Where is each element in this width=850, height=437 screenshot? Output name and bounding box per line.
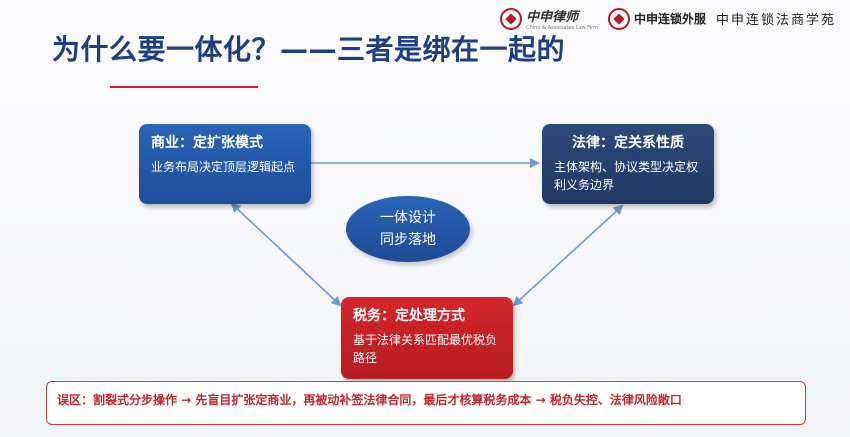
logo-zhongshen-chain: 中申连锁外服 <box>607 7 706 30</box>
arrow-commerce-tax <box>230 202 342 307</box>
center-oval: 一体设计 同步落地 <box>346 196 470 262</box>
center-line-1: 一体设计 <box>380 210 436 226</box>
tax-box-heading: 税务：定处理方式 <box>353 308 465 324</box>
law-box-heading: 法律：定关系性质 <box>572 135 684 151</box>
logo-lawyer-name: 中申律师 <box>526 10 579 25</box>
center-line-2: 同步落地 <box>380 232 436 248</box>
title-underline <box>110 86 258 88</box>
logo-lawyer-sub: Chinn & Associates Law Firm <box>526 25 598 31</box>
zhongshen-chain-logo-icon <box>607 7 630 30</box>
academy-name: 中申连锁法商学苑 <box>715 13 836 28</box>
logo-chain-name: 中申连锁外服 <box>633 12 706 26</box>
logo-zhongshen-lawyer: 中申律师 Chinn & Associates Law Firm <box>500 6 598 31</box>
misconception-text: 误区：割裂式分步操作 → 先盲目扩张定商业，再被动补签法律合同，最后才核算税务成… <box>57 393 682 407</box>
header-logos: 中申律师 Chinn & Associates Law Firm 中申连锁外服 … <box>500 6 836 31</box>
tax-box: 税务：定处理方式 基于法律关系匹配最优税负路径 <box>341 297 513 379</box>
law-box-body: 主体架构、协议类型决定权利义务边界 <box>554 160 699 192</box>
misconception-note: 误区：割裂式分步操作 → 先盲目扩张定商业，再被动补签法律合同，最后才核算税务成… <box>46 381 806 425</box>
slide-title: 为什么要一体化？——三者是绑在一起的 <box>52 33 566 66</box>
tax-box-body: 基于法律关系匹配最优税负路径 <box>353 333 498 365</box>
commerce-box: 商业：定扩张模式 业务布局决定顶层逻辑起点 <box>139 124 311 204</box>
zhongshen-logo-icon <box>500 7 523 30</box>
commerce-box-heading: 商业：定扩张模式 <box>151 135 263 151</box>
law-box: 法律：定关系性质 主体架构、协议类型决定权利义务边界 <box>542 124 714 204</box>
commerce-box-body: 业务布局决定顶层逻辑起点 <box>151 160 296 174</box>
arrow-law-tax <box>512 204 624 307</box>
